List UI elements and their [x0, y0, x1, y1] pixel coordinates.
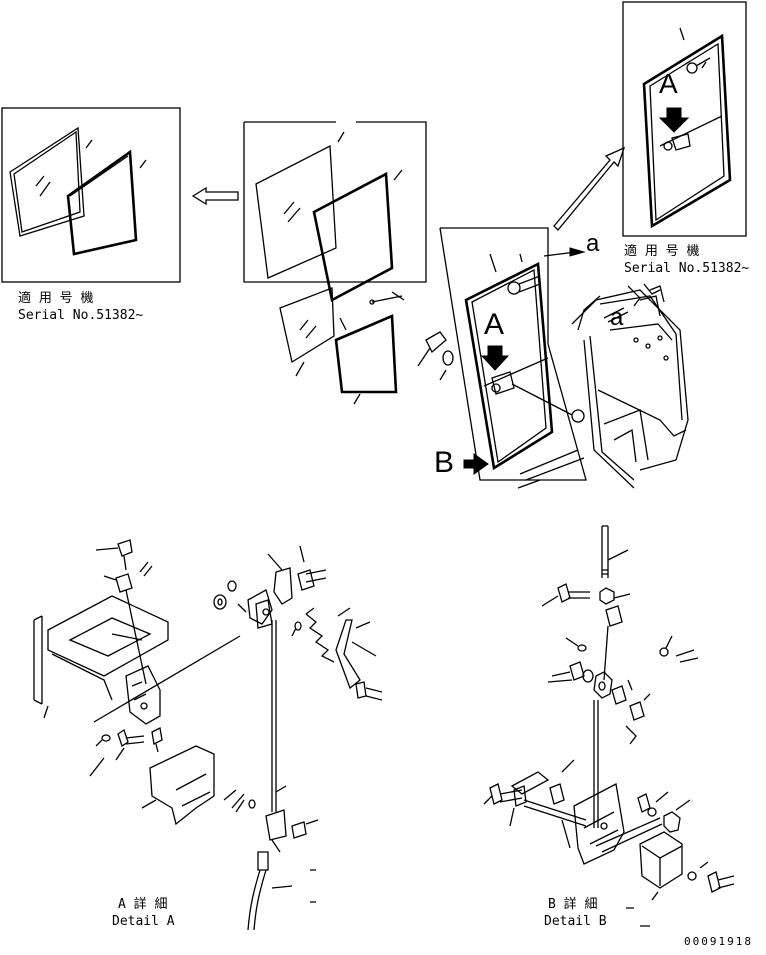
serial-label-en: Serial No.51382~: [18, 308, 144, 323]
ref-a-upper: a: [586, 230, 600, 257]
serial-label-jp: 適 用 号 機: [18, 291, 94, 306]
door-frame: [464, 261, 554, 471]
serial-label-jp-right: 適 用 号 機: [624, 244, 700, 259]
lower-glass-parts: [279, 287, 405, 405]
arrow-down-icon: [658, 107, 690, 133]
drawing-number: 00091918: [684, 935, 753, 948]
ref-a-cab: a: [610, 304, 624, 331]
arrow-right-icon: [463, 453, 489, 475]
detail-b-label-en: Detail B: [544, 914, 607, 929]
detail-b-label-jp: B 詳 細: [548, 897, 598, 912]
arrow-down-icon: [480, 345, 510, 371]
glass-box: [243, 121, 427, 302]
callout-b: B: [434, 446, 455, 479]
transition-arrow-up-right: [553, 146, 626, 231]
glass-pane-frame: [312, 171, 394, 302]
door-box: [417, 227, 587, 489]
glass-pane-inner: [66, 149, 138, 256]
glass-pane-outer: [9, 126, 85, 237]
door-frame-variant: [642, 33, 732, 229]
glass-pane-upper: [255, 144, 337, 279]
serial-label-en-right: Serial No.51382~: [624, 261, 750, 276]
detail-b-assembly: [483, 525, 735, 927]
glass-variant-box: [1, 107, 181, 283]
detail-a-label-en: Detail A: [112, 914, 175, 929]
detail-a-label-jp: A 詳 細: [118, 897, 168, 912]
transition-arrow-left: [191, 186, 239, 206]
callout-a: A: [484, 308, 505, 341]
callout-a-variant: A: [659, 68, 678, 99]
cab-structure: [571, 283, 689, 489]
detail-a-assembly: [33, 539, 383, 931]
door-variant-box: [622, 1, 747, 237]
